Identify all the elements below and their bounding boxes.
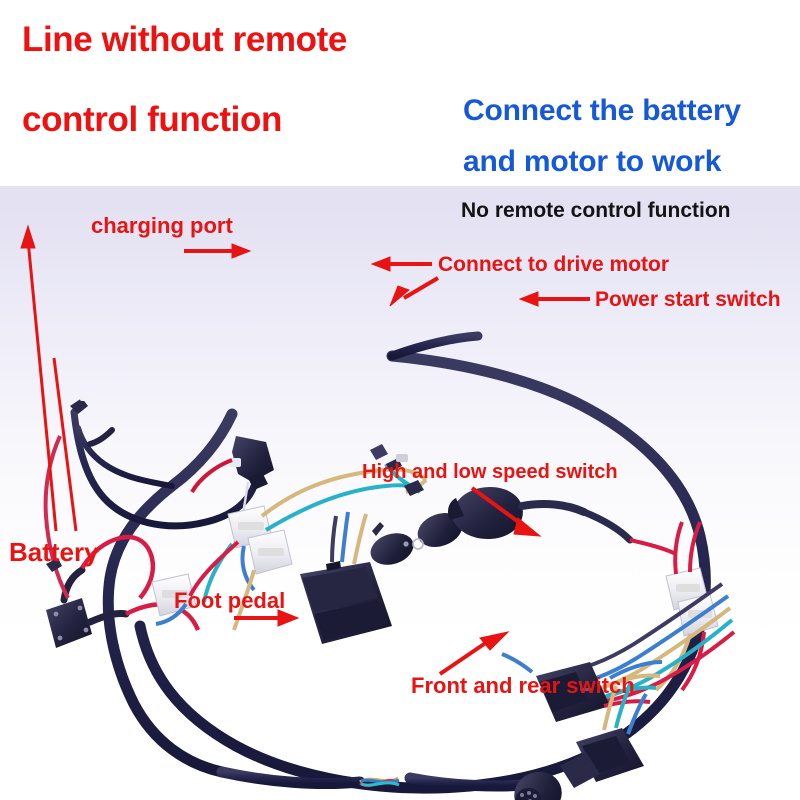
label-connect-to-drive-motor: Connect to drive motor <box>438 253 670 276</box>
arrow-high-low-speed-switch <box>470 486 542 537</box>
header-red-line-2: control function <box>22 100 282 139</box>
annotation-arrows <box>20 224 590 676</box>
arrow-power-start-switch <box>518 291 590 307</box>
header-blue-line-1: Connect the battery <box>463 94 741 127</box>
harness-illustration <box>20 224 736 800</box>
white-bullet-connectors-left <box>151 505 293 617</box>
foot-pedal-switch <box>300 511 392 644</box>
arrow-foot-pedal <box>234 609 300 627</box>
arrow-charging-port <box>184 243 252 259</box>
wiring-harness-photo: No remote control function charging port… <box>0 186 800 800</box>
arrow-drive-motor-1 <box>370 256 432 272</box>
header-banner: Line without remote control function Con… <box>0 0 800 186</box>
high-low-speed-rocker-switch <box>501 652 663 722</box>
label-charging-port: charging port <box>91 213 233 238</box>
header-blue-line-2: and motor to work <box>463 145 722 178</box>
label-battery: Battery <box>9 537 99 567</box>
power-start-switch-barrel <box>448 486 677 556</box>
twisted-color-wires-bottom <box>359 776 400 788</box>
main-harness-sheath <box>70 331 711 794</box>
label-power-start-switch: Power start switch <box>595 288 781 311</box>
label-no-remote-control-function: No remote control function <box>461 199 731 222</box>
arrow-front-rear-switch <box>438 631 510 676</box>
charging-port-connector <box>70 394 274 521</box>
arrow-battery <box>20 224 78 532</box>
label-high-and-low-speed-switch: High and low speed switch <box>362 461 618 483</box>
label-front-and-rear-switch: Front and rear switch <box>411 673 635 698</box>
label-foot-pedal: Foot pedal <box>174 588 286 613</box>
front-rear-gear-lever-switch <box>514 683 648 800</box>
header-red-line-1: Line without remote <box>22 20 347 59</box>
arrow-drive-motor-2 <box>389 276 440 307</box>
ignition-key-switch <box>370 513 463 565</box>
drive-motor-bullet-terminals <box>370 444 428 496</box>
